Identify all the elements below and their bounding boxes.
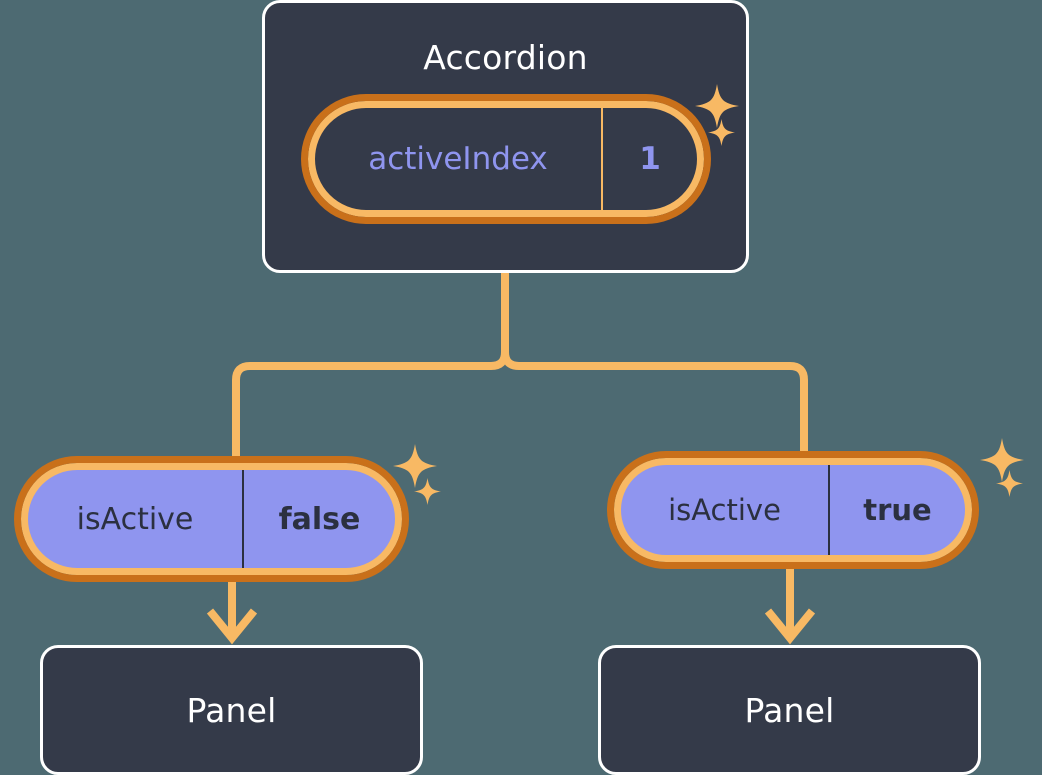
panel-title-left: Panel (186, 691, 277, 730)
state-value-activeindex: 1 (601, 108, 697, 210)
connector-root-to-left (232, 269, 509, 467)
arrowhead-left-icon (206, 608, 258, 645)
state-value-isactive-left: false (242, 470, 395, 568)
state-pill-isactive-false[interactable]: isActive false (14, 456, 409, 582)
state-pill-activeindex[interactable]: activeIndex 1 (301, 94, 711, 224)
state-pill-isactive-true[interactable]: isActive true (607, 451, 979, 569)
state-key-isactive-right: isActive (668, 493, 781, 527)
panel-component-card-left[interactable]: Panel (40, 645, 423, 775)
connector-root-to-right (501, 269, 808, 462)
panel-component-card-right[interactable]: Panel (598, 645, 981, 775)
accordion-title: Accordion (423, 38, 588, 77)
state-value-isactive-right: true (828, 465, 965, 555)
state-key-activeindex: activeIndex (368, 141, 548, 177)
arrowhead-right-icon (764, 608, 816, 645)
panel-title-right: Panel (744, 691, 835, 730)
state-key-isactive-left: isActive (76, 501, 194, 537)
